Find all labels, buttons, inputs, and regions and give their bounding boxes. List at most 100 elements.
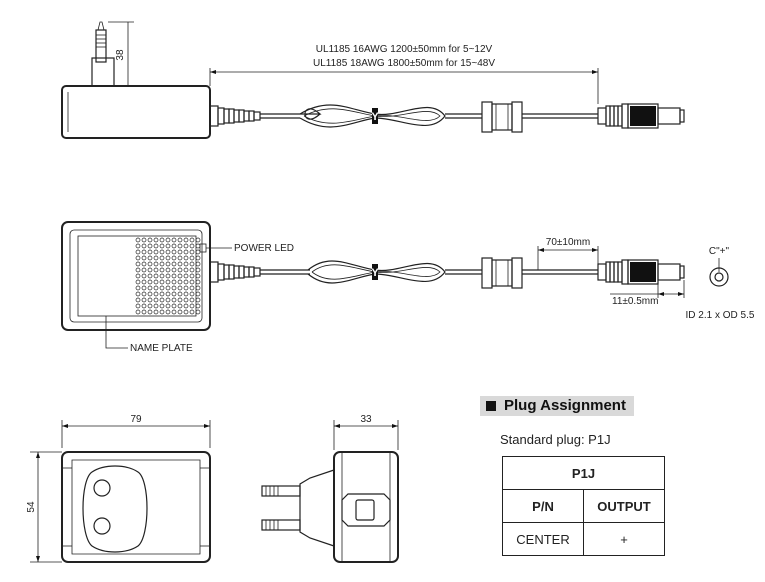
vent-hole — [195, 267, 201, 273]
table-row: P/N OUTPUT — [502, 489, 665, 523]
y-mark-top: Y — [371, 267, 379, 279]
vent-hole — [177, 255, 183, 261]
vent-hole — [171, 255, 177, 261]
vent-hole — [165, 249, 171, 255]
vent-hole — [147, 237, 153, 243]
prong-height-label: 38 — [115, 49, 126, 61]
vent-hole — [195, 261, 201, 267]
vent-hole — [153, 285, 159, 291]
vent-hole — [135, 291, 141, 297]
vent-hole — [195, 297, 201, 303]
vent-hole — [141, 303, 147, 309]
vent-hole — [183, 255, 189, 261]
vent-hole — [165, 261, 171, 267]
vent-hole — [165, 237, 171, 243]
dc-plug-top — [597, 259, 685, 285]
vent-hole — [153, 267, 159, 273]
vent-hole — [147, 261, 153, 267]
vent-hole — [171, 249, 177, 255]
vent-hole — [165, 303, 171, 309]
vent-hole — [189, 297, 195, 303]
vent-hole — [147, 267, 153, 273]
vent-hole — [147, 273, 153, 279]
adapter-body-side — [333, 451, 399, 563]
vent-hole — [189, 249, 195, 255]
vent-hole — [189, 255, 195, 261]
vent-hole — [183, 249, 189, 255]
vent-hole — [147, 285, 153, 291]
vent-hole — [147, 297, 153, 303]
table-row: P1J — [502, 456, 665, 490]
ferrite-core — [481, 101, 523, 133]
vent-hole — [195, 309, 201, 315]
col-output-header: OUTPUT — [583, 489, 665, 523]
vent-hole — [177, 309, 183, 315]
adapter-top-view: POWER LED NAME PLATE Y — [61, 221, 755, 354]
table-title-cell: P1J — [502, 456, 665, 490]
vent-hole — [141, 267, 147, 273]
vent-hole — [177, 303, 183, 309]
vent-hole — [183, 279, 189, 285]
power-led-label: POWER LED — [234, 243, 294, 254]
dc-plug — [597, 103, 685, 129]
vent-hole — [159, 303, 165, 309]
vent-hole — [171, 297, 177, 303]
vent-hole — [135, 285, 141, 291]
standard-plug-label: Standard plug: P1J — [500, 432, 611, 447]
vent-hole — [165, 285, 171, 291]
euro-plug-outline — [82, 465, 148, 553]
vent-hole — [141, 237, 147, 243]
vent-hole — [165, 297, 171, 303]
vent-hole — [159, 297, 165, 303]
vent-hole — [177, 249, 183, 255]
vent-hole — [159, 309, 165, 315]
vent-hole — [147, 249, 153, 255]
prong-hole-2 — [93, 517, 111, 535]
vent-hole — [189, 303, 195, 309]
vent-hole — [135, 255, 141, 261]
cable-spec-line-2: UL1185 18AWG 1800±50mm for 15~48V — [313, 58, 495, 69]
vent-hole — [135, 279, 141, 285]
cable-spec-line-1: UL1185 16AWG 1200±50mm for 5~12V — [316, 44, 493, 55]
vent-hole — [147, 243, 153, 249]
vent-hole — [135, 273, 141, 279]
vent-hole — [171, 237, 177, 243]
vent-hole — [141, 273, 147, 279]
vent-hole — [189, 261, 195, 267]
polarity-label: C"+" — [709, 246, 730, 257]
vent-hole — [135, 249, 141, 255]
vent-hole — [189, 243, 195, 249]
vent-hole — [183, 303, 189, 309]
vent-hole — [165, 243, 171, 249]
vent-hole — [147, 279, 153, 285]
depth-label: 33 — [360, 414, 372, 425]
vent-hole — [171, 279, 177, 285]
vent-hole — [177, 261, 183, 267]
width-label: 79 — [130, 414, 142, 425]
vent-hole — [177, 279, 183, 285]
vent-hole — [153, 255, 159, 261]
prong-hole-1 — [93, 479, 111, 497]
vent-hole — [177, 291, 183, 297]
vent-hole — [159, 273, 165, 279]
vent-hole — [183, 267, 189, 273]
vent-hole — [195, 285, 201, 291]
vent-hole — [147, 255, 153, 261]
barrel-end-inner — [714, 272, 724, 282]
vent-hole — [183, 291, 189, 297]
adapter-side-view: 38 Y — [61, 21, 685, 139]
strain-length-label: 70±10mm — [546, 237, 590, 248]
vent-hole — [141, 297, 147, 303]
vent-hole — [195, 249, 201, 255]
vent-hole — [141, 255, 147, 261]
vent-hole — [189, 291, 195, 297]
vent-hole — [171, 273, 177, 279]
vent-hole — [195, 303, 201, 309]
y-mark: Y — [371, 111, 379, 123]
vent-hole — [135, 243, 141, 249]
plug-assignment-table: P1J P/N OUTPUT CENTER + — [502, 456, 665, 556]
strain-relief — [209, 105, 261, 127]
cable-bundle-top — [307, 260, 446, 284]
vent-hole — [165, 279, 171, 285]
